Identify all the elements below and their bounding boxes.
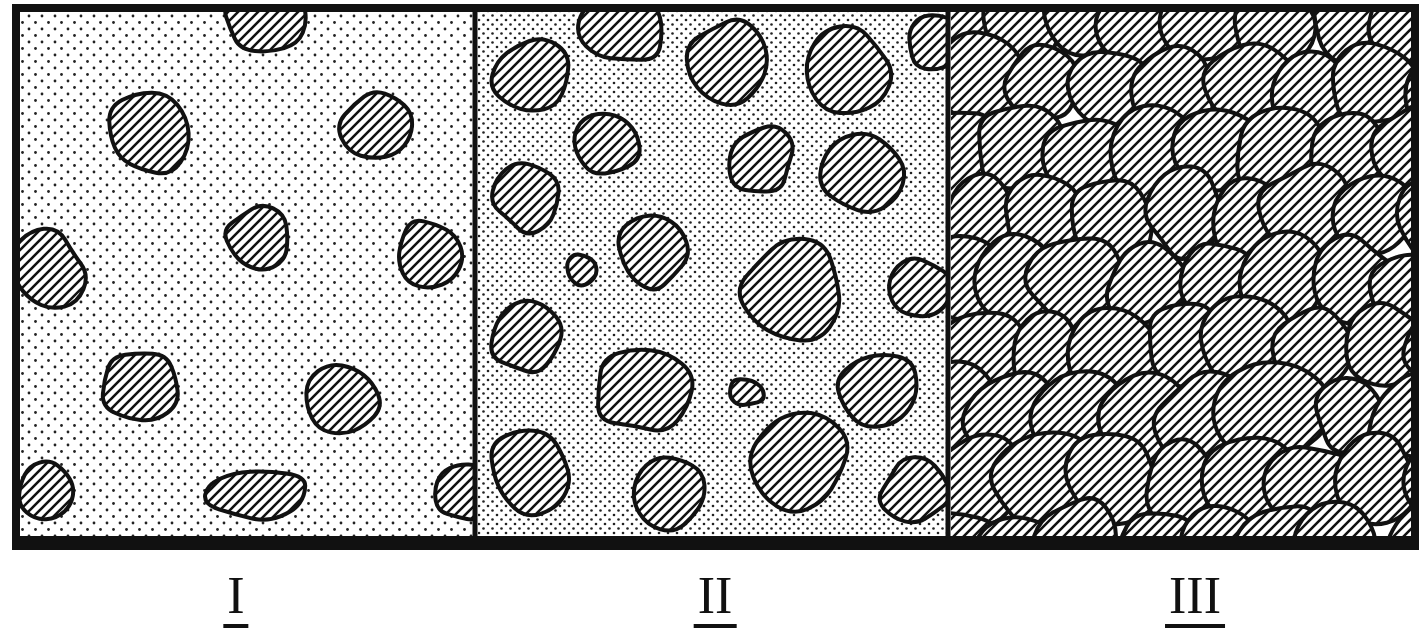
soil-particle <box>339 92 412 158</box>
soil-particle <box>750 413 847 512</box>
soil-particle <box>491 431 569 516</box>
soil-particle <box>20 229 86 308</box>
soil-particle <box>1397 177 1411 262</box>
soil-particle <box>492 39 569 110</box>
soil-particle <box>225 206 287 270</box>
soil-particle <box>807 26 891 113</box>
soil-particle <box>730 379 764 405</box>
soil-particle <box>1032 498 1115 540</box>
soil-particle <box>729 126 792 191</box>
panel-numeral: I <box>223 568 248 628</box>
soil-particle <box>687 20 767 105</box>
soil-particle <box>574 114 639 174</box>
soil-particle <box>1333 43 1411 122</box>
soil-particle <box>306 365 380 433</box>
soil-particle <box>435 464 473 519</box>
soil-particle <box>103 353 178 420</box>
soil-particle <box>634 457 705 530</box>
soil-particle <box>492 163 559 233</box>
soil-particle <box>1293 502 1377 540</box>
panel-numeral: II <box>694 568 737 628</box>
soil-particle <box>880 457 946 522</box>
soil-particle <box>225 12 305 51</box>
soil-particle <box>205 472 305 520</box>
soil-particle <box>820 134 904 212</box>
soil-particle <box>109 93 188 174</box>
soil-particle <box>399 221 462 288</box>
panel-numeral: III <box>1165 568 1225 628</box>
soil-particle <box>598 350 692 431</box>
soil-particle <box>909 15 946 69</box>
soil-particle <box>889 258 946 316</box>
soil-particle <box>618 216 687 290</box>
soil-particle <box>20 462 73 520</box>
soil-particle <box>578 12 661 60</box>
soil-particle <box>838 355 917 427</box>
soil-particle <box>567 255 596 286</box>
soil-particle <box>491 301 561 372</box>
soil-particle <box>740 239 840 341</box>
soil-particle <box>1346 303 1411 386</box>
soil-particle <box>1386 506 1411 540</box>
